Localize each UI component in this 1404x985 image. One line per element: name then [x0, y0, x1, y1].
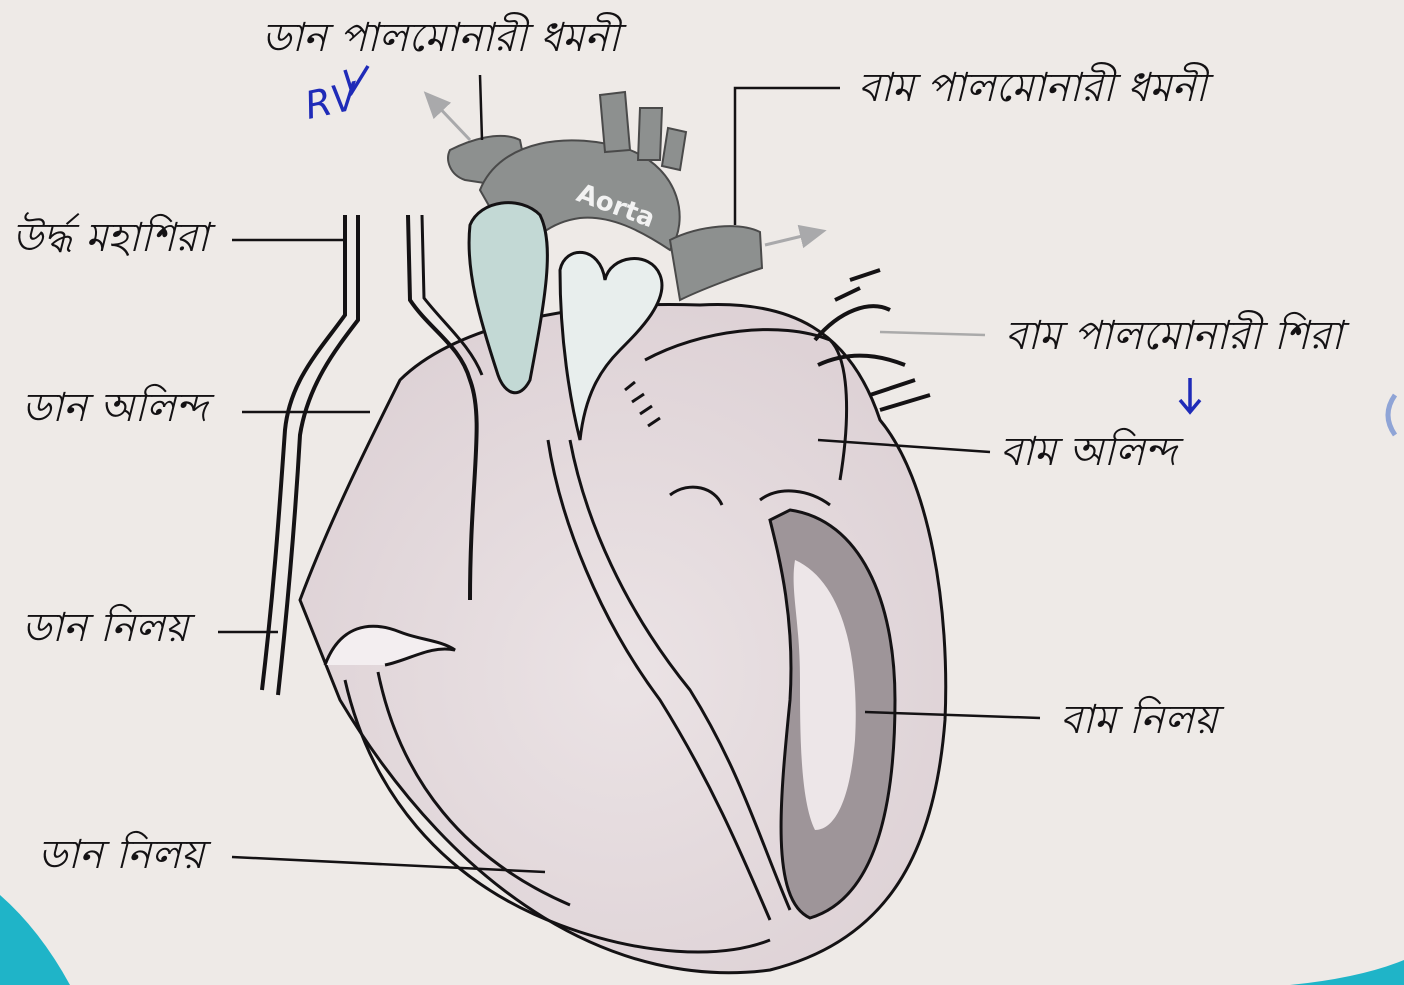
left-pulmonary-artery-vessel — [670, 226, 762, 300]
flow-arrow-left-pulmonary — [765, 233, 815, 245]
page-edge-teal — [0, 895, 70, 985]
page-edge-teal-bottom — [1290, 960, 1404, 985]
aortic-branch-1 — [600, 92, 630, 152]
flow-arrow-right-pulmonary — [432, 100, 470, 140]
label-right-ventricle-lower: ডান নিলয় — [38, 835, 204, 875]
label-left-atrium: বাম অলিন্দ — [1000, 432, 1177, 472]
label-left-ventricle: বাম নিলয় — [1060, 700, 1217, 740]
label-left-pulmonary-artery: বাম পালমোনারী ধমনী — [858, 68, 1207, 108]
page-edge-mark — [1388, 395, 1395, 435]
handwritten-note-rv: RV — [302, 77, 361, 125]
label-right-ventricle-upper: ডান নিলয় — [22, 608, 188, 648]
aortic-branch-2 — [638, 108, 662, 160]
aortic-branch-3 — [662, 128, 686, 170]
label-right-atrium: ডান অলিন্দ — [22, 388, 208, 428]
label-left-pulmonary-vein: বাম পালমোনারী শিরা — [1005, 316, 1343, 356]
leader-left-pulmonary-artery — [735, 88, 840, 225]
leader-left-pulmonary-vein — [880, 332, 985, 335]
leader-right-pulmonary-artery — [480, 75, 482, 140]
label-right-pulmonary-artery: ডান পালমোনারী ধমনী — [262, 18, 620, 58]
label-superior-vena-cava: উর্দ্ধ মহাশিরা — [12, 218, 209, 258]
handwritten-down-arrow — [1180, 378, 1200, 412]
